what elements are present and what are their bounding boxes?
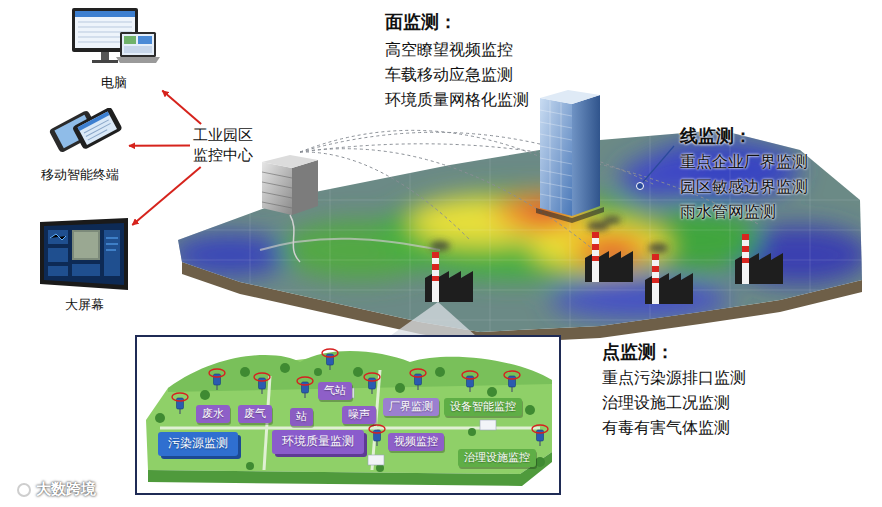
watermark: 大数跨境 — [36, 480, 96, 499]
monitor-tag: 站 — [290, 408, 313, 426]
red-arrow — [162, 91, 201, 124]
monitor-label: 重点企业厂界监测 — [680, 152, 808, 173]
monitor-tag: 噪声 — [342, 406, 376, 424]
monitor-tag: 视频监控 — [388, 433, 444, 451]
monitor-label: 园区敏感边界监测 — [680, 177, 808, 198]
red-arrow — [132, 167, 200, 225]
device-icon — [34, 108, 126, 164]
monitor-tag: 设备智能监控 — [444, 398, 522, 416]
monitor-tag: 废气 — [238, 405, 272, 423]
monitor-label: 车载移动应急监测 — [385, 65, 513, 86]
monitor-label: 有毒有害气体监测 — [602, 418, 730, 439]
device-node: 移动智能终端 — [34, 108, 126, 184]
monitor-block: 污染源监测 — [158, 432, 238, 456]
monitor-tag: 气站 — [318, 382, 352, 400]
device-node: 电脑 — [68, 6, 160, 92]
monitor-label: 高空瞭望视频监控 — [385, 40, 513, 61]
node-text: 站 — [296, 410, 307, 424]
monitor-tag: 废水 — [196, 405, 230, 423]
node-text: 视频监控 — [394, 435, 438, 449]
node-text: 工业园区 监控中心 — [193, 126, 259, 165]
node-text: 移动智能终端 — [34, 166, 126, 184]
node-text: 设备智能监控 — [450, 400, 516, 414]
monitor-block: 环境质量监测 — [272, 430, 364, 454]
monitor-label: 治理设施工况监测 — [602, 393, 730, 414]
monitor-label: 点监测： — [602, 340, 674, 364]
big-screen-icon — [38, 218, 130, 290]
node-text: 噪声 — [348, 408, 370, 422]
computer-icon — [68, 6, 160, 68]
device-node: 大屏幕 — [38, 218, 130, 314]
monitor-label: 重点污染源排口监测 — [602, 368, 746, 389]
node-text: 气站 — [324, 384, 346, 398]
device-icon — [68, 6, 160, 72]
monitor-label: 环境质量网格化监测 — [385, 90, 529, 111]
node-text: 大屏幕 — [38, 296, 130, 314]
monitoring-center-label: 工业园区 监控中心 — [193, 126, 259, 165]
node-text: 治理设施监控 — [464, 451, 530, 465]
node-text: 厂界监测 — [389, 400, 433, 414]
monitor-label: 雨水管网监测 — [680, 202, 776, 223]
monitor-tag: 厂界监测 — [383, 398, 439, 416]
node-text: 电脑 — [68, 74, 160, 92]
mobile-icon — [34, 108, 126, 160]
node-text: 污染源监测 — [168, 436, 228, 452]
monitor-label: 面监测： — [385, 10, 457, 34]
device-icon — [38, 218, 130, 294]
monitor-label: 线监测： — [680, 124, 752, 148]
node-text: 环境质量监测 — [282, 434, 354, 450]
monitor-tag: 治理设施监控 — [458, 449, 536, 467]
node-text: 废气 — [244, 407, 266, 421]
red-arrow — [129, 145, 190, 147]
node-text: 废水 — [202, 407, 224, 421]
